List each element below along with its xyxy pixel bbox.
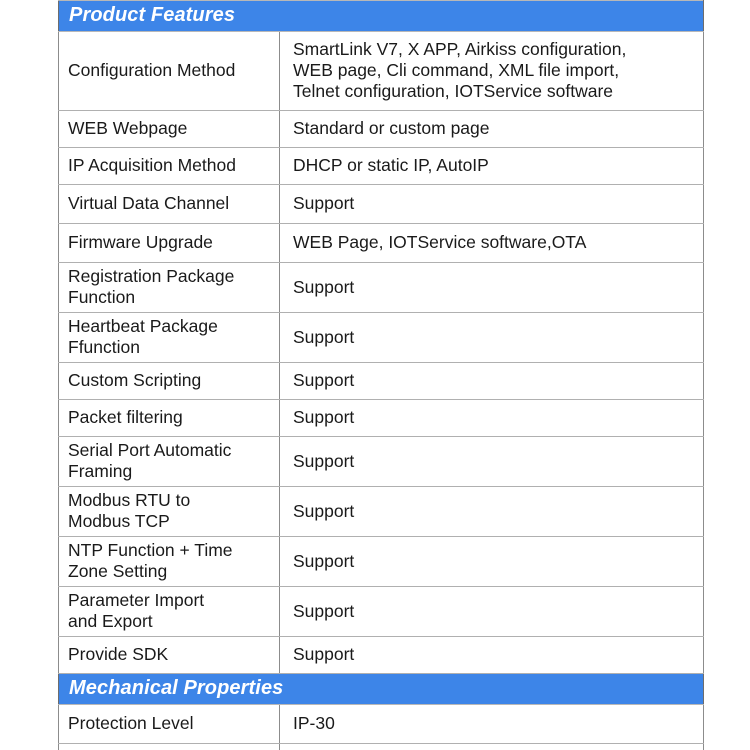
row-value-modbus-rtu-to-modbus-tcp: Support xyxy=(279,486,704,537)
row-label-provide-sdk: Provide SDK xyxy=(58,636,280,674)
table-row: IP Acquisition Method DHCP or static IP,… xyxy=(58,147,704,185)
table-row: Packet filtering Support xyxy=(58,399,704,437)
label-line-2: Zone Setting xyxy=(68,561,168,581)
row-label-virtual-data-channel: Virtual Data Channel xyxy=(58,184,280,224)
row-label-registration-package-function: Registration Package Function xyxy=(58,262,280,313)
value-line-1: SmartLink V7, X APP, Airkiss configurati… xyxy=(293,39,627,59)
label-line-1: Heartbeat Package xyxy=(68,316,218,336)
section-header-mechanical-properties: Mechanical Properties xyxy=(58,673,704,705)
label-line-2: Ffunction xyxy=(68,337,140,357)
row-label-serial-port-automatic-framing: Serial Port Automatic Framing xyxy=(58,436,280,487)
label-line-2: Modbus TCP xyxy=(68,511,170,531)
row-value-configuration-method: SmartLink V7, X APP, Airkiss configurati… xyxy=(279,31,704,111)
row-label-protection-level: Protection Level xyxy=(58,704,280,744)
row-value-packet-filtering: Support xyxy=(279,399,704,437)
label-line-1: Modbus RTU to xyxy=(68,490,191,510)
table-row: Protection Level IP-30 xyxy=(58,704,704,744)
table-row: Firmware Upgrade WEB Page, IOTService so… xyxy=(58,223,704,263)
table-row: Modbus RTU to Modbus TCP Support xyxy=(58,486,704,537)
table-row: Virtual Data Channel Support xyxy=(58,184,704,224)
label-line-1: Serial Port Automatic xyxy=(68,440,232,460)
table-row: Registration Package Function Support xyxy=(58,262,704,313)
label-line-2: Function xyxy=(68,287,136,307)
row-value-parameter-import-and-export: Support xyxy=(279,586,704,637)
value-line-2: WEB page, Cli command, XML file import, xyxy=(293,60,620,80)
table-row: Custom Scripting Support xyxy=(58,362,704,400)
row-value-ip-acquisition-method: DHCP or static IP, AutoIP xyxy=(279,147,704,185)
row-label-web-webpage: WEB Webpage xyxy=(58,110,280,148)
row-label-modbus-rtu-to-modbus-tcp: Modbus RTU to Modbus TCP xyxy=(58,486,280,537)
table-row: Size (mm) 61*26*17.8 xyxy=(58,743,704,750)
product-spec-table: Product Features Configuration Method Sm… xyxy=(58,0,704,750)
section-title: Product Features xyxy=(58,0,704,32)
label-line-1: NTP Function + Time xyxy=(68,540,233,560)
row-label-parameter-import-and-export: Parameter Import and Export xyxy=(58,586,280,637)
row-value-custom-scripting: Support xyxy=(279,362,704,400)
label-line-1: Registration Package xyxy=(68,266,235,286)
table-row: Parameter Import and Export Support xyxy=(58,586,704,637)
row-value-protection-level: IP-30 xyxy=(279,704,704,744)
row-value-ntp-function-time-zone-setting: Support xyxy=(279,536,704,587)
section-title: Mechanical Properties xyxy=(58,673,704,705)
row-value-size-mm: 61*26*17.8 xyxy=(279,743,704,750)
section-header-product-features: Product Features xyxy=(58,0,704,32)
value-line-3: Telnet configuration, IOTService softwar… xyxy=(293,81,614,101)
label-line-2: Framing xyxy=(68,461,133,481)
row-label-configuration-method: Configuration Method xyxy=(58,31,280,111)
table-row: Configuration Method SmartLink V7, X APP… xyxy=(58,31,704,111)
row-value-provide-sdk: Support xyxy=(279,636,704,674)
row-value-virtual-data-channel: Support xyxy=(279,184,704,224)
label-line-1: Parameter Import xyxy=(68,590,205,610)
label-line-2: and Export xyxy=(68,611,153,631)
table-row: WEB Webpage Standard or custom page xyxy=(58,110,704,148)
row-value-firmware-upgrade: WEB Page, IOTService software,OTA xyxy=(279,223,704,263)
row-value-web-webpage: Standard or custom page xyxy=(279,110,704,148)
row-label-heartbeat-package-function: Heartbeat Package Ffunction xyxy=(58,312,280,363)
row-value-serial-port-automatic-framing: Support xyxy=(279,436,704,487)
row-label-firmware-upgrade: Firmware Upgrade xyxy=(58,223,280,263)
row-label-size-mm: Size (mm) xyxy=(58,743,280,750)
table-row: Provide SDK Support xyxy=(58,636,704,674)
row-value-heartbeat-package-function: Support xyxy=(279,312,704,363)
table-row: Heartbeat Package Ffunction Support xyxy=(58,312,704,363)
row-label-ntp-function-time-zone-setting: NTP Function + Time Zone Setting xyxy=(58,536,280,587)
table-row: Serial Port Automatic Framing Support xyxy=(58,436,704,487)
row-label-custom-scripting: Custom Scripting xyxy=(58,362,280,400)
row-value-registration-package-function: Support xyxy=(279,262,704,313)
row-label-packet-filtering: Packet filtering xyxy=(58,399,280,437)
row-label-ip-acquisition-method: IP Acquisition Method xyxy=(58,147,280,185)
table-row: NTP Function + Time Zone Setting Support xyxy=(58,536,704,587)
